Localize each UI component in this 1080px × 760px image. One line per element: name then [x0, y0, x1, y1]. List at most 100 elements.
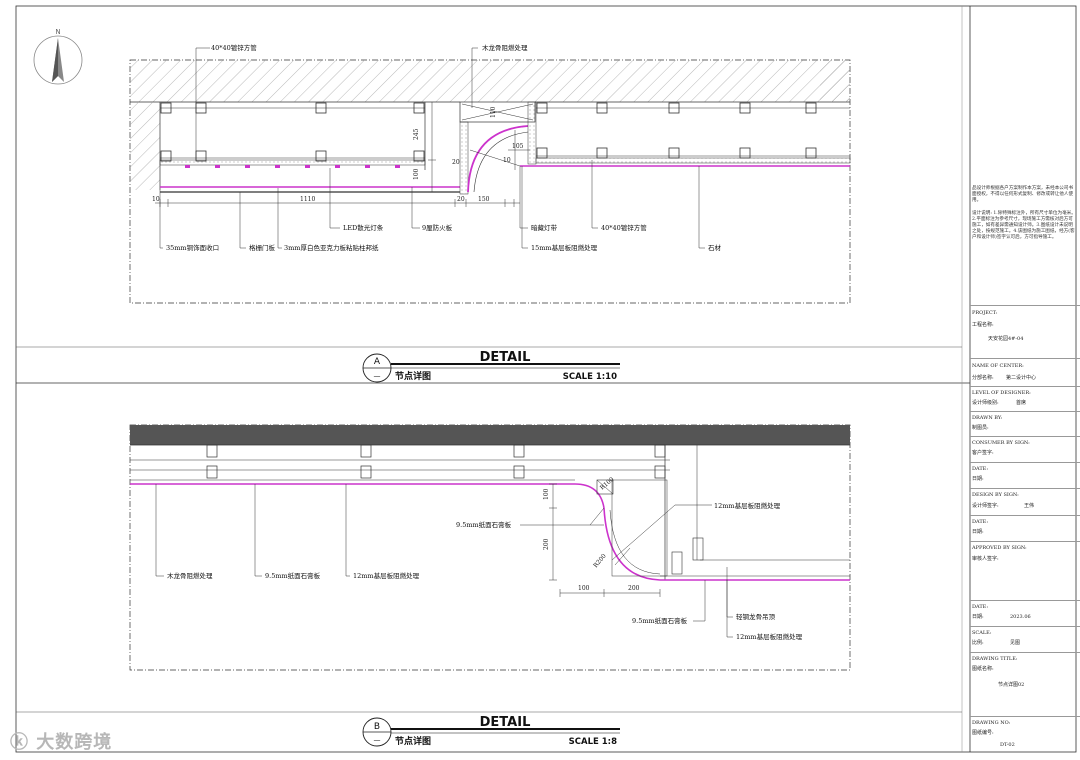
dim-100: 100	[413, 168, 420, 180]
drawn-cn: 制图员:	[972, 425, 989, 431]
label-b-gypsum3: 9.5mm纸面石膏板	[632, 616, 688, 625]
curved-gypsum-profile	[603, 507, 661, 581]
label-b-base1: 12mm基层板阻燃处理	[353, 571, 420, 580]
title-label: DRAWING TITLE:	[972, 656, 1018, 662]
detail-b-title: DETAIL	[480, 715, 531, 730]
level-label: LEVEL OF DESIGNER:	[972, 390, 1031, 396]
detail-b-dimensions	[549, 483, 661, 597]
label-top-keel: 木龙骨阻燃处理	[482, 43, 528, 52]
slab-band	[130, 425, 850, 445]
drawing-no-cn: 图纸编号:	[972, 730, 994, 736]
detail-a-circle-id: A	[374, 357, 381, 367]
detail-b-title-tag: B — DETAIL 节点详图 SCALE 1:8	[16, 711, 962, 747]
square-tubes-left	[160, 102, 425, 162]
title-value: 节点详图02	[998, 682, 1025, 688]
date1-label: DATE:	[972, 466, 989, 472]
led-strip-dots	[185, 165, 400, 168]
dim-105: 105	[512, 143, 524, 150]
label-trim: 35mm铜饰面收口	[166, 243, 219, 252]
drawing-no-label: DRAWING NO:	[972, 720, 1011, 726]
detail-a-title-tag: A — DETAIL 节点详图 SCALE 1:10	[16, 346, 962, 383]
approved-label: APPROVED BY SIGN:	[972, 545, 1027, 551]
design-cn: 设计师签字:	[972, 503, 999, 509]
design-label: DESIGN BY SIGN:	[972, 492, 1019, 498]
scale-label: SCALE:	[972, 630, 992, 636]
detail-a-leaders	[159, 47, 705, 249]
center-cn: 分部名称:	[972, 375, 994, 381]
detail-b-circle-id: B	[374, 722, 380, 732]
consumer-label: CONSUMER BY SIGN:	[972, 440, 1030, 446]
detail-a-circle-sub: —	[374, 372, 381, 380]
title-block: 品设计师根据各户方案制作本方案，未经本公司书面授权，不得以任何形式复制、修改或转…	[970, 0, 1080, 760]
detail-a-title: DETAIL	[480, 350, 531, 365]
hanger-boxes	[206, 444, 666, 479]
dim-b-r200: R200	[592, 552, 608, 569]
label-b-base-right: 12mm基层板阻燃处理	[714, 501, 781, 510]
project-cn: 工程名称:	[972, 322, 994, 328]
square-tubes-right	[536, 102, 817, 159]
label-grille: 格栅门板	[249, 243, 276, 252]
scale-value: 见图	[1010, 640, 1021, 646]
date3-value: 2023.06	[1010, 614, 1031, 620]
label-pipe2: 40*40镀锌方管	[601, 223, 647, 232]
date3-label: DATE:	[972, 604, 989, 610]
detail-a-subtitle: 节点详图	[395, 370, 431, 382]
project-value: 天安花园4#-04	[988, 336, 1024, 342]
drawn-label: DRAWN BY:	[972, 415, 1003, 421]
board-strip	[159, 159, 426, 166]
watermark-logo-icon: ⓚ	[10, 732, 29, 753]
date2-cn: 日期:	[972, 529, 984, 535]
detail-b-circle-sub: —	[374, 736, 381, 744]
watermark: ⓚ 大数跨境	[10, 728, 112, 754]
detail-a-drawing: 245 100 1110 150 105 110 20 10 10 20 4	[129, 43, 851, 304]
label-acrylic: 3mm厚白色亚克力板粘贴柱邦纸	[284, 243, 379, 252]
center-label: NAME OF CENTER:	[972, 363, 1024, 369]
label-stone: 石材	[708, 243, 722, 252]
detail-a-scale: SCALE 1:10	[563, 372, 617, 382]
dim-1110: 1110	[300, 196, 315, 203]
title-block-notes: 品设计师根据各户方案制作本方案，未经本公司书面授权，不得以任何形式复制、修改或转…	[972, 186, 1076, 242]
label-base-board: 15mm基层板阻燃处理	[531, 243, 598, 252]
title-cn: 图纸名称:	[972, 666, 994, 672]
center-value: 第二设计中心	[1006, 375, 1037, 381]
dim-20: 20	[452, 159, 460, 166]
label-b-wood-keel: 木龙骨阻燃处理	[167, 571, 213, 580]
dim-110: 110	[490, 106, 497, 118]
label-b-base2: 12mm基层板阻燃处理	[736, 632, 803, 641]
label-b-gypsum2: 9.5mm纸面石膏板	[456, 520, 512, 529]
dim-b-200h: 200	[628, 585, 640, 592]
concrete-slab-hatch	[130, 60, 850, 102]
project-label: PROJECT:	[972, 310, 998, 316]
label-led: LED散光灯条	[343, 223, 384, 232]
dim-10-left: 10	[152, 196, 160, 203]
date3-cn: 日期:	[972, 614, 984, 620]
label-top-pipe: 40*40镀锌方管	[211, 43, 257, 52]
scale-cn: 比例:	[972, 640, 984, 646]
drawing-no-value: DT-02	[1000, 742, 1015, 748]
detail-b-leaders	[155, 484, 733, 638]
detail-b-drawing: 100 200 100 200 R100 R200 木龙骨阻燃处理 9.5mm纸…	[129, 424, 851, 671]
dim-b-100h: 100	[578, 585, 590, 592]
curved-hidden-light	[467, 125, 529, 193]
label-hidden-light: 暗藏灯带	[531, 223, 558, 232]
detail-a-dimensions	[155, 102, 530, 207]
notes-head: 品设计师根据各户方案制作本方案，未经本公司书面授权，不得以任何形式复制、修改或转…	[972, 186, 1074, 204]
left-wall-hatch	[130, 102, 160, 190]
north-letter: N	[55, 28, 60, 36]
notes-body: 设计说明: 1.除特殊标注外，所有尺寸单位为毫米。2.平面标注为参考尺寸，现场施…	[972, 210, 1076, 241]
dim-20-b: 20	[457, 196, 465, 203]
date2-label: DATE:	[972, 519, 989, 525]
consumer-cn: 客户签字:	[972, 450, 994, 456]
sheet-border	[15, 5, 1077, 753]
detail-b-scale: SCALE 1:8	[569, 737, 617, 747]
dim-10-right: 10	[503, 157, 511, 164]
dim-245: 245	[413, 128, 420, 140]
north-arrow: N	[33, 28, 83, 85]
design-value: 王伟	[1024, 503, 1035, 509]
label-b-gypsum1: 9.5mm纸面石膏板	[265, 571, 321, 580]
label-fireboard: 9厘防火板	[422, 223, 453, 232]
dim-150: 150	[478, 196, 490, 203]
dim-b-200v: 200	[543, 538, 550, 550]
approved-cn: 审核人签字:	[972, 556, 999, 562]
